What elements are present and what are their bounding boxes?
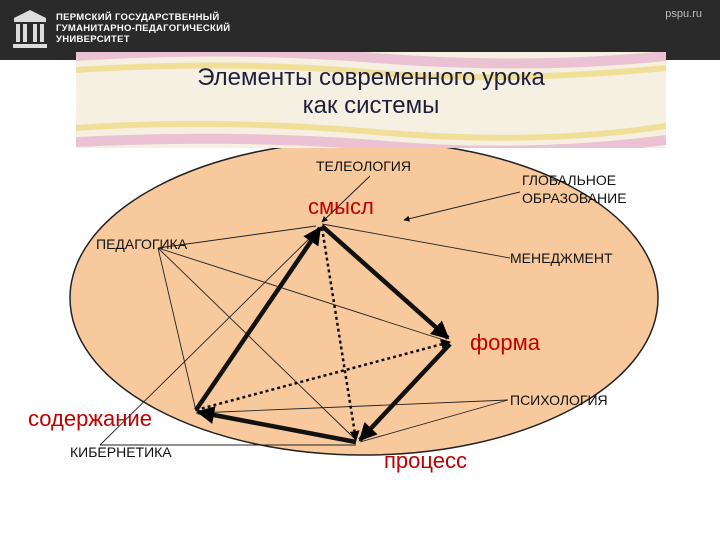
slide-title-line-1: Элементы современного урока bbox=[197, 64, 545, 91]
node-content: содержание bbox=[28, 406, 152, 431]
slide-title: Элементы современного урока как системы bbox=[76, 64, 666, 120]
field-psychology: ПСИХОЛОГИЯ bbox=[510, 392, 608, 408]
connector-cybernetics-meaning bbox=[99, 229, 319, 446]
field-global-education-line-1: ГЛОБАЛЬНОЕ bbox=[522, 172, 617, 188]
connector-pedagogy-meaning bbox=[157, 225, 317, 249]
thin-connector-lines bbox=[99, 223, 511, 446]
university-name: ПЕРМСКИЙ ГОСУДАРСТВЕННЫЙ ГУМАНИТАРНО-ПЕД… bbox=[56, 12, 230, 45]
connector-psychology-content bbox=[195, 399, 509, 414]
connector-pedagogy-content bbox=[157, 247, 197, 412]
node-process: процесс bbox=[384, 448, 467, 473]
title-banner-decoration bbox=[76, 52, 666, 148]
edge-form-process bbox=[358, 342, 452, 442]
dashed-content-form bbox=[195, 339, 451, 412]
node-meaning: смысл bbox=[308, 194, 374, 219]
header-bar: ПЕРМСКИЙ ГОСУДАРСТВЕННЫЙ ГУМАНИТАРНО-ПЕД… bbox=[0, 0, 720, 60]
edge-process-content bbox=[196, 406, 357, 445]
field-cybernetics: КИБЕРНЕТИКА bbox=[70, 444, 172, 460]
edge-meaning-form bbox=[320, 224, 450, 340]
university-name-line-2: ГУМАНИТАРНО-ПЕДАГОГИЧЕСКИЙ bbox=[56, 23, 231, 34]
field-management: МЕНЕДЖМЕНТ bbox=[510, 250, 613, 266]
university-name-line-1: ПЕРМСКИЙ ГОСУДАРСТВЕННЫЙ bbox=[56, 12, 220, 23]
diagram-canvas bbox=[69, 140, 659, 456]
field-teleology: ТЕЛЕОЛОГИЯ bbox=[316, 158, 411, 174]
edge-content-meaning bbox=[194, 226, 322, 412]
title-banner bbox=[76, 52, 666, 148]
site-domain[interactable]: pspu.ru bbox=[665, 8, 702, 20]
university-name-line-3: УНИВЕРСИТЕТ bbox=[56, 34, 130, 45]
slide-title-line-2: как системы bbox=[302, 92, 440, 119]
field-pedagogy: ПЕДАГОГИКА bbox=[96, 236, 188, 252]
connector-management-meaning bbox=[321, 223, 511, 259]
node-form: форма bbox=[470, 330, 540, 355]
field-global-education-line-2: ОБРАЗОВАНИЕ bbox=[522, 190, 627, 206]
lesson-system-diagram: ТЕЛЕОЛОГИЯ ГЛОБАЛЬНОЕ ОБРАЗОВАНИЕ ПЕДАГО… bbox=[0, 140, 720, 540]
arrow-global-education-meaning bbox=[403, 191, 521, 222]
main-tetrahedron-edges bbox=[194, 224, 452, 445]
arrow-teleology-meaning bbox=[321, 175, 371, 223]
connector-pedagogy-form bbox=[157, 247, 451, 343]
connector-psychology-process bbox=[359, 399, 509, 443]
university-crest-icon bbox=[13, 10, 47, 48]
